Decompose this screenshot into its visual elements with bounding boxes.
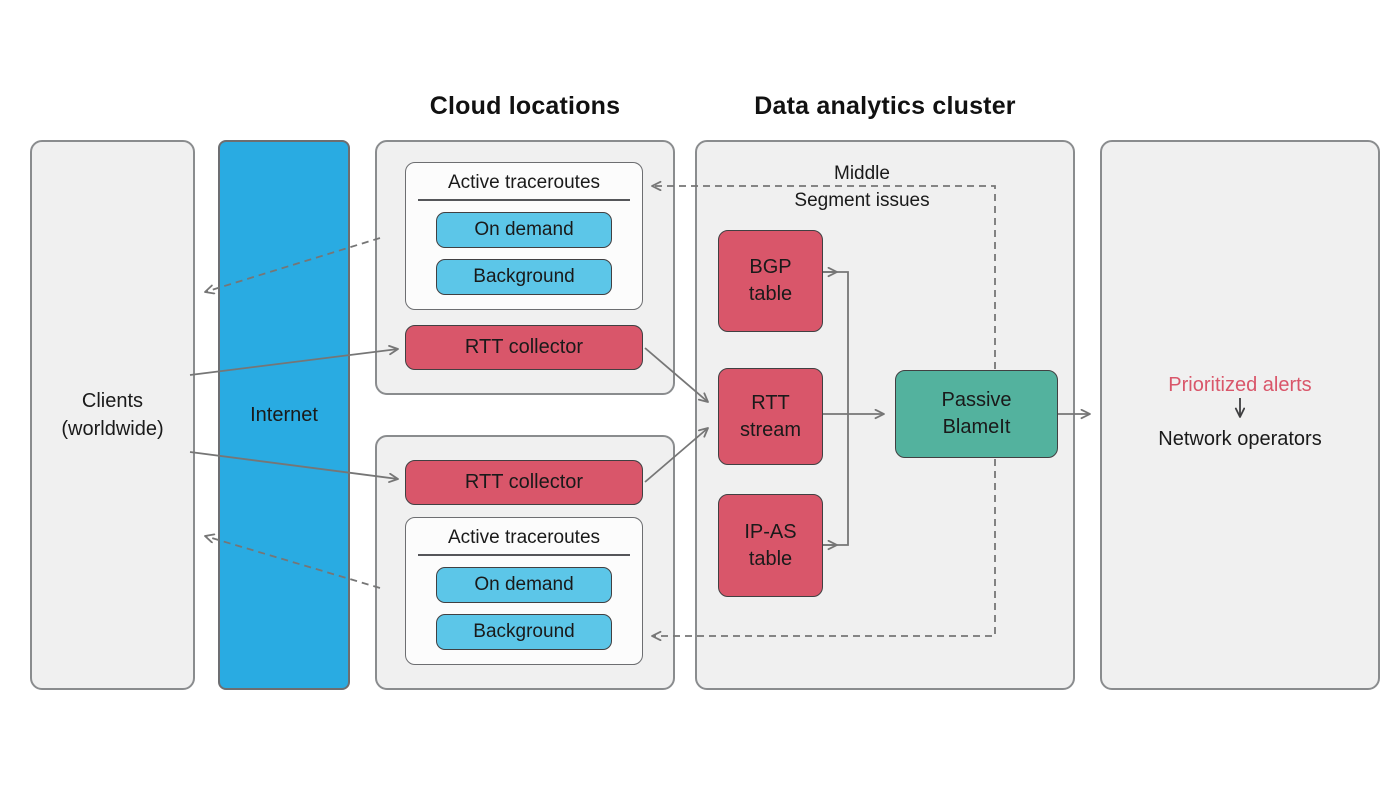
- background-node: Background: [436, 259, 612, 295]
- internet-label: Internet: [250, 403, 318, 426]
- on-demand-node: On demand: [436, 567, 612, 603]
- clients-label: Clients (worldwide): [61, 390, 164, 440]
- rtt-stream-node: RTT stream: [718, 368, 823, 465]
- operators-panel: [1100, 140, 1380, 690]
- passive-blameit-node: Passive BlameIt: [895, 370, 1058, 458]
- cloud-locations-title: Cloud locations: [429, 92, 621, 120]
- middle-segment-issues-label: Middle Segment issues: [794, 163, 930, 211]
- background-node: Background: [436, 614, 612, 650]
- active-traceroutes-title: Active traceroutes: [418, 527, 630, 556]
- active-traceroutes-top-box: Active traceroutes On demand Background: [405, 162, 643, 310]
- rtt-collector-bottom-node: RTT collector: [405, 460, 643, 505]
- clients-panel: Clients (worldwide): [30, 140, 195, 690]
- active-traceroutes-title: Active traceroutes: [418, 172, 630, 201]
- prioritized-alerts-label: Prioritized alerts: [1168, 373, 1312, 396]
- data-analytics-cluster-title: Data analytics cluster: [754, 92, 1016, 120]
- ip-as-table-node: IP-AS table: [718, 494, 823, 597]
- internet-band: Internet: [218, 140, 350, 690]
- network-operators-label: Network operators: [1158, 427, 1322, 450]
- rtt-collector-top-node: RTT collector: [405, 325, 643, 370]
- on-demand-node: On demand: [436, 212, 612, 248]
- active-traceroutes-bottom-box: Active traceroutes On demand Background: [405, 517, 643, 665]
- bgp-table-node: BGP table: [718, 230, 823, 332]
